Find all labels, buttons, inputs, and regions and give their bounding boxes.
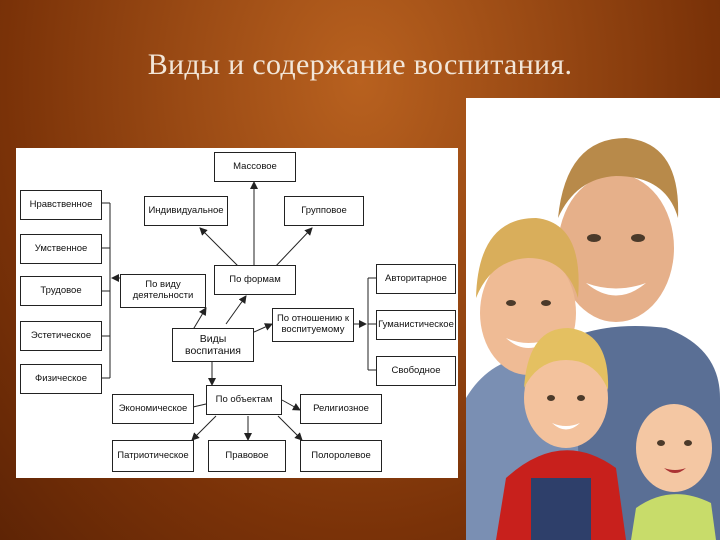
slide-title: Виды и содержание воспитания.	[147, 48, 573, 81]
box-by-relation: По отношению к воспитуемому	[272, 308, 354, 342]
diagram-connectors	[102, 181, 376, 441]
box-physical: Физическое	[20, 364, 102, 394]
box-moral: Нравственное	[20, 190, 102, 220]
box-by-activity: По виду деятельности	[120, 274, 206, 308]
classification-diagram: Массовое Индивидуальное Групповое По фор…	[16, 148, 458, 478]
box-humanistic: Гуманистическое	[376, 310, 456, 340]
box-mass: Массовое	[214, 152, 296, 182]
box-mental: Умственное	[20, 234, 102, 264]
box-legal: Правовое	[208, 440, 286, 472]
box-by-object: По объектам	[206, 385, 282, 415]
family-illustration	[466, 138, 720, 540]
box-center: Виды воспитания	[172, 328, 254, 362]
box-labor: Трудовое	[20, 276, 102, 306]
box-authoritarian: Авторитарное	[376, 264, 456, 294]
box-free: Свободное	[376, 356, 456, 386]
box-religious: Религиозное	[300, 394, 382, 424]
box-aesthetic: Эстетическое	[20, 321, 102, 351]
box-individual: Индивидуальное	[144, 196, 228, 226]
family-photo	[466, 98, 720, 540]
box-by-form: По формам	[214, 265, 296, 295]
box-economic: Экономическое	[112, 394, 194, 424]
box-group: Групповое	[284, 196, 364, 226]
box-gender-role: Полоролевое	[300, 440, 382, 472]
box-patriotic: Патриотическое	[112, 440, 194, 472]
